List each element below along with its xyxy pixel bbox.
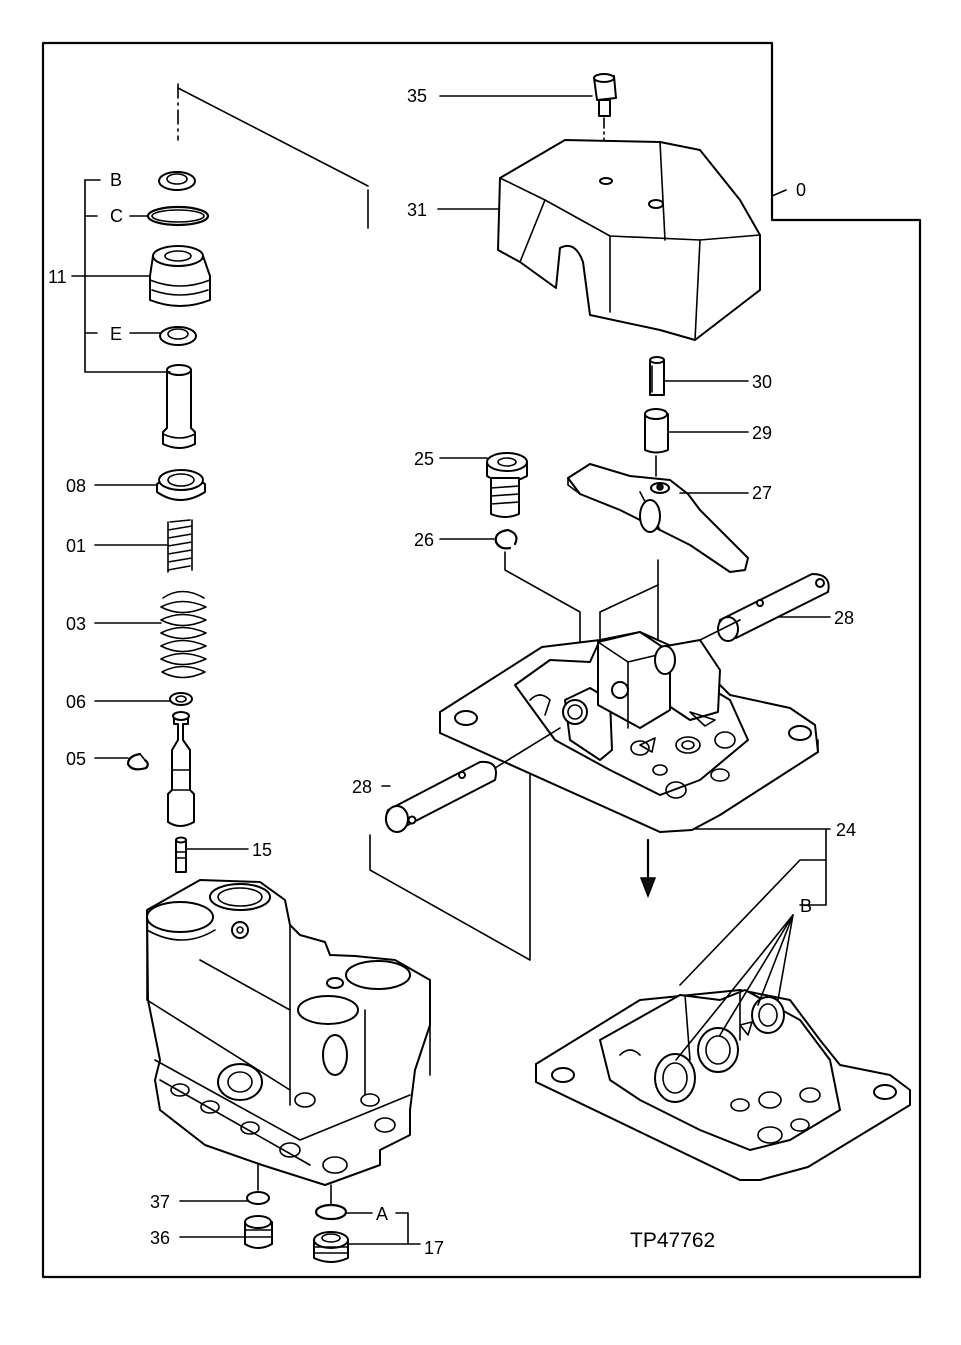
label-b: B [110,170,122,190]
label-17: 17 [424,1238,444,1258]
diagram-frame [41,41,922,1279]
label-35: 35 [407,86,427,106]
pin-30 [649,356,665,396]
ring-b [158,171,196,191]
plug-17 [313,1231,349,1263]
o-ring-a [314,1184,348,1221]
label-a: A [376,1204,388,1224]
label-06: 06 [66,692,86,712]
pin-28-lower [384,727,561,833]
label-05: 05 [66,749,86,769]
o-ring-c [146,205,210,227]
leader-24 [679,828,831,986]
down-arrow-icon [639,838,657,899]
spring-03 [160,590,207,679]
label-25: 25 [414,449,434,469]
cover-31 [497,139,761,341]
part-labels: 0 35 31 30 29 27 25 26 28 28 24 B B C 11… [48,86,856,1258]
label-0: 0 [796,180,806,200]
label-28-lower: 28 [352,777,372,797]
label-29: 29 [752,423,772,443]
leader-b-lower [675,914,794,1061]
valve-body [146,879,431,1186]
label-24: 24 [836,820,856,840]
pin-15 [175,836,187,873]
group-bracket-11 [71,179,171,373]
label-37: 37 [150,1192,170,1212]
label-15: 15 [252,840,272,860]
plug-36 [244,1215,273,1249]
pin-28-upper [699,573,830,642]
label-b-lower: B [800,896,812,916]
spring-01 [167,519,193,573]
label-31: 31 [407,200,427,220]
ring-e [159,326,197,346]
bushing-11 [149,245,211,307]
washer-06 [169,692,193,706]
base-24 [439,631,819,833]
figure-code: TP47762 [630,1229,715,1252]
label-01: 01 [66,536,86,556]
label-28-upper: 28 [834,608,854,628]
spool [167,711,195,827]
label-26: 26 [414,530,434,550]
label-03: 03 [66,614,86,634]
label-e: E [110,324,122,344]
label-36: 36 [150,1228,170,1248]
base-assembled-view [535,989,911,1181]
label-leaders [94,95,831,1245]
o-ring-37 [246,1164,270,1205]
lever-27 [567,463,749,573]
snap-ring-26 [494,528,518,550]
label-11: 11 [48,267,67,287]
label-08: 08 [66,476,86,496]
label-c: C [110,206,123,226]
bolt-25 [486,452,528,518]
plunger [162,364,196,449]
sleeve-29 [644,408,669,477]
label-27: 27 [752,483,772,503]
seal-08 [156,469,206,501]
bolt-35 [593,73,617,181]
label-30: 30 [752,372,772,392]
clip-05 [126,752,149,771]
alignment-line-top [177,83,369,229]
